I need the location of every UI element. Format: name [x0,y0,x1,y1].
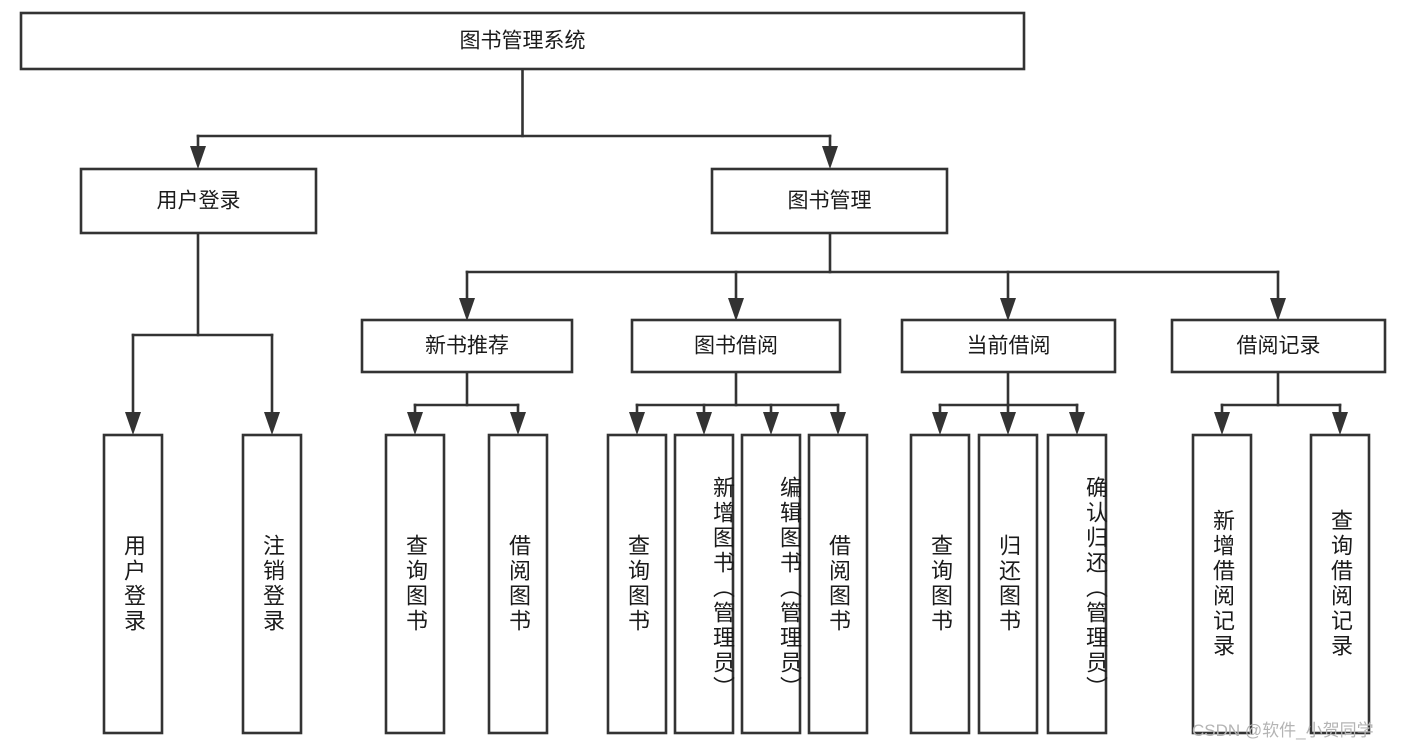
leaf-box-user-login[interactable] [102,433,164,735]
leaf-box-confirm-return[interactable] [1046,433,1108,735]
connector-group-book-manage [459,231,1286,321]
connector-group-current-borrow [932,370,1085,435]
leaf-box-query-book-3[interactable] [909,433,971,735]
csdn-watermark: CSDN @软件_小贺同学 [1192,721,1374,740]
arrow-borrow-l2 [696,412,712,435]
node-book-borrow-box[interactable] [630,318,842,374]
node-current-borrow-label: 当前借阅 [967,335,1051,358]
node-borrow-record-label: 借阅记录 [1237,335,1321,358]
node-book-manage-label: 图书管理 [788,190,872,213]
node-borrow-record-box[interactable] [1170,318,1387,374]
connector-group-root [190,67,838,169]
connector-group-book-borrow [629,370,846,435]
leaf-box-query-book-2[interactable] [606,433,668,735]
node-book-manage[interactable]: 图书管理 [710,167,949,235]
arrow-borrow-l3 [763,412,779,435]
node-book-borrow-label: 图书借阅 [694,335,778,358]
leaf-box-query-book-1[interactable] [384,433,446,735]
arrow-book-c4 [1270,298,1286,321]
arrow-user-leaf1 [125,412,141,435]
node-borrow-record[interactable]: 借阅记录 [1170,318,1387,374]
arrow-record-l1 [1214,412,1230,435]
arrow-root-to-user [190,146,206,169]
node-root-label: 图书管理系统 [460,30,586,53]
arrow-borrow-l1 [629,412,645,435]
arrow-root-to-book [822,146,838,169]
node-book-manage-box[interactable] [710,167,949,235]
arrow-newbook-l1 [407,412,423,435]
arrow-book-c3 [1000,298,1016,321]
arrow-book-c1 [459,298,475,321]
arrow-current-l2 [1000,412,1016,435]
leaf-box-return-book[interactable] [977,433,1039,735]
connector-group-user-login [125,231,280,435]
node-user-login-label: 用户登录 [157,190,241,213]
node-new-book-recommend-box[interactable] [360,318,574,374]
arrow-current-l1 [932,412,948,435]
node-book-borrow[interactable]: 图书借阅 [630,318,842,374]
node-new-book-recommend[interactable]: 新书推荐 [360,318,574,374]
node-new-book-recommend-label: 新书推荐 [425,335,509,358]
leaf-box-borrow-book-2[interactable] [807,433,869,735]
node-current-borrow-box[interactable] [900,318,1117,374]
leaf-box-query-record[interactable] [1309,433,1371,735]
node-user-login[interactable]: 用户登录 [79,167,318,235]
leaf-box-edit-book[interactable] [740,433,802,735]
node-root-box[interactable] [19,11,1026,71]
arrow-borrow-l4 [830,412,846,435]
arrow-book-c2 [728,298,744,321]
node-user-login-box[interactable] [79,167,318,235]
connector-group-new-book [407,370,526,435]
node-root[interactable]: 图书管理系统 [19,11,1026,71]
node-current-borrow[interactable]: 当前借阅 [900,318,1117,374]
arrow-current-l3 [1069,412,1085,435]
arrow-newbook-l2 [510,412,526,435]
leaf-box-logout[interactable] [241,433,303,735]
arrow-user-leaf2 [264,412,280,435]
leaf-box-borrow-book-1[interactable] [487,433,549,735]
arrow-record-l2 [1332,412,1348,435]
connector-group-borrow-record [1214,370,1348,435]
leaf-box-add-book[interactable] [673,433,735,735]
leaf-box-add-record[interactable] [1191,433,1253,735]
